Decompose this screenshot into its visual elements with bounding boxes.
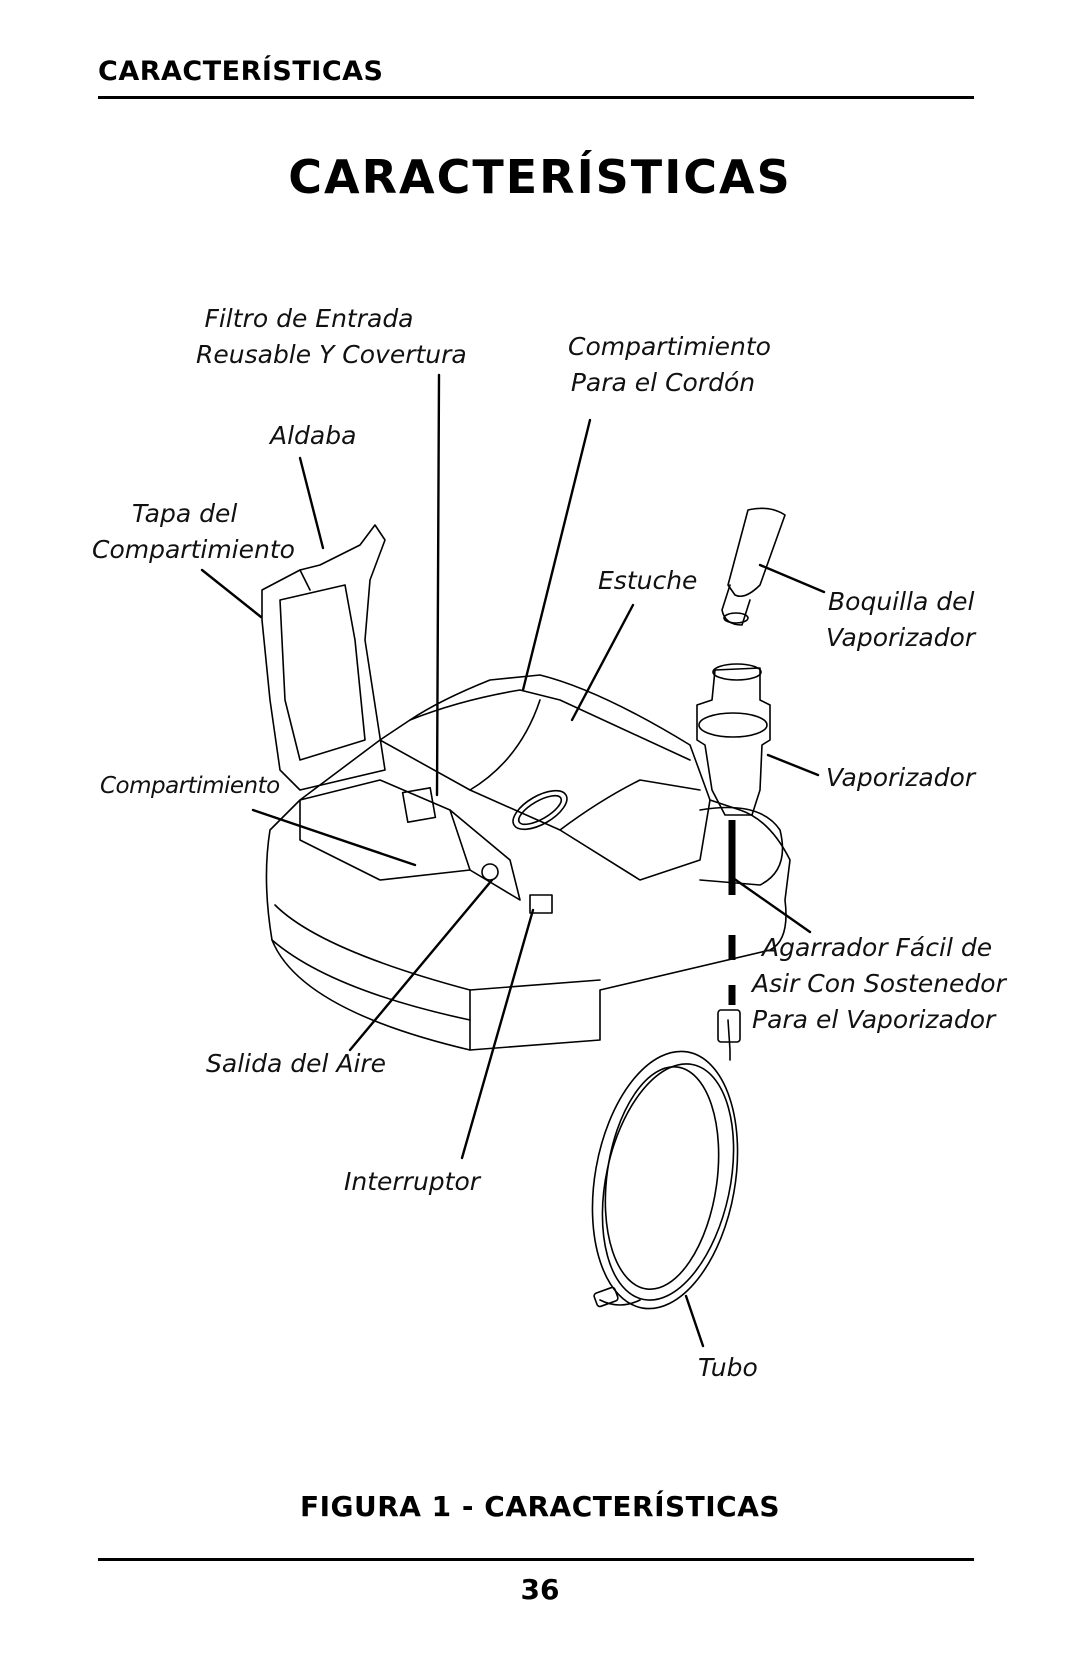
- label-tubo: Tubo: [698, 1353, 758, 1382]
- page-number: 36: [520, 1573, 560, 1606]
- mouthpiece: [727, 507, 786, 598]
- air-outlet: [481, 863, 499, 881]
- section-header: CARACTERÍSTICAS: [98, 56, 384, 87]
- estuche-shape: [379, 739, 711, 881]
- header-rule: [98, 96, 974, 99]
- label-aldaba: Aldaba: [270, 421, 357, 450]
- label-agarrador-1: Agarrador Fácil de: [762, 933, 993, 962]
- label-interruptor: Interruptor: [344, 1167, 481, 1196]
- label-boquilla-1: Boquilla del: [828, 587, 975, 616]
- brand-logo: [512, 789, 568, 831]
- figure-caption: FIGURA 1 - CARACTERÍSTICAS: [299, 1490, 781, 1523]
- filter-cover: [401, 786, 437, 824]
- label-vaporizador: Vaporizador: [826, 763, 976, 792]
- label-salida: Salida del Aire: [206, 1049, 387, 1078]
- page-title: CARACTERÍSTICAS: [288, 150, 792, 204]
- label-estuche: Estuche: [598, 566, 698, 595]
- housing-base: [265, 674, 791, 1051]
- lid: [261, 524, 386, 791]
- tubing-coil: [591, 1050, 739, 1310]
- label-boquilla-2: Vaporizador: [826, 623, 976, 652]
- footer-rule: [98, 1558, 974, 1561]
- vaporizer-cup: [696, 667, 771, 816]
- label-agarrador-3: Para el Vaporizador: [752, 1005, 996, 1034]
- label-tapa-2: Compartimiento: [92, 535, 295, 564]
- label-filtro-2: Reusable Y Covertura: [196, 340, 467, 369]
- label-cordon-2: Para el Cordón: [570, 368, 756, 397]
- label-agarrador-2: Asir Con Sostenedor: [752, 969, 1006, 998]
- holder-ring: [699, 806, 784, 886]
- label-filtro-1: Filtro de Entrada: [204, 304, 414, 333]
- label-tapa-1: Tapa del: [132, 499, 238, 528]
- label-compartimiento: Compartimiento: [100, 773, 280, 799]
- label-cordon-1: Compartimiento: [568, 332, 771, 361]
